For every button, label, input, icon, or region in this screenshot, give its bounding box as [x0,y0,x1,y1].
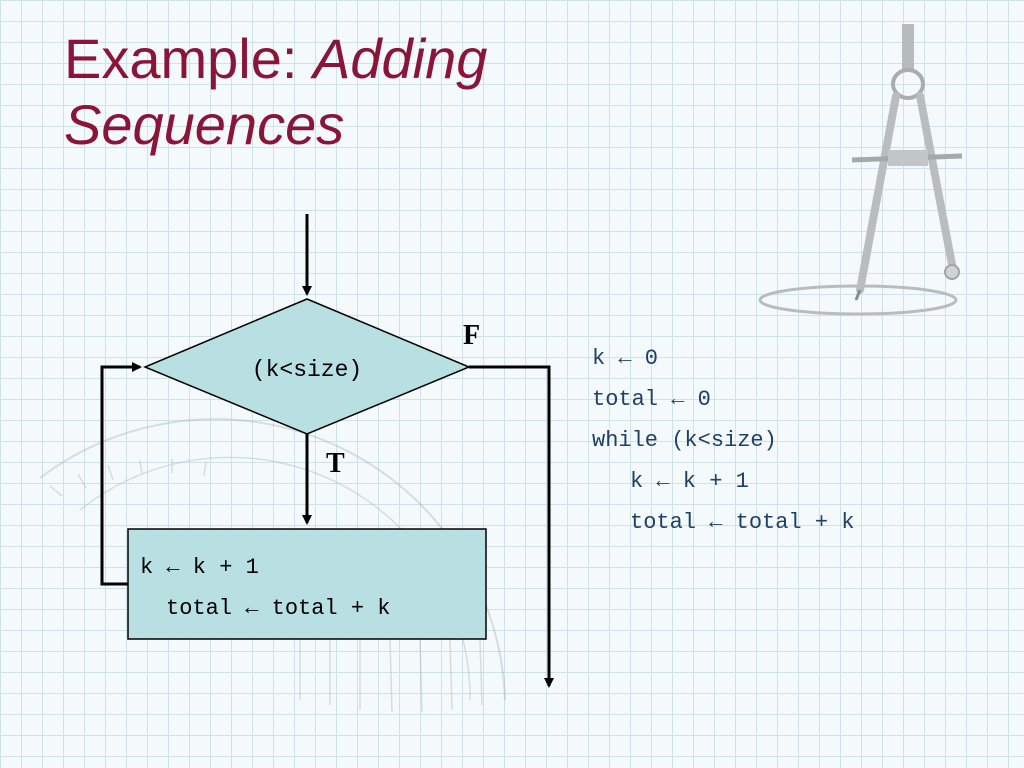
title-italic-sequences: Sequences [64,93,345,156]
title-plain: Example: [64,27,313,90]
pseudocode-line: total ← 0 [592,387,711,412]
false-label: F [463,320,480,351]
title-italic-adding: Adding [313,27,488,90]
pseudocode-line: while (k<size) [592,428,777,453]
flow-connectors [100,214,554,688]
body-line-accumulate: total ← total + k [166,596,390,621]
pseudocode-block: k ← 0 total ← 0 while (k<size) k ← k + 1… [592,338,854,543]
pseudocode-line: k ← 0 [592,346,659,371]
loop-body-box [127,528,487,640]
slide-title: Example: Adding Sequences [64,26,684,158]
pseudocode-line: total ← total + k [630,510,855,535]
condition-text: (k<size) [252,357,362,383]
compass-icon [758,24,963,316]
pseudocode-line: k ← k + 1 [630,469,749,494]
false-exit-arrow [469,365,554,688]
decision-diamond [143,298,471,435]
true-label: T [326,448,345,479]
loop-back-arrow [100,362,142,586]
body-line-increment: k ← k + 1 [140,555,259,580]
